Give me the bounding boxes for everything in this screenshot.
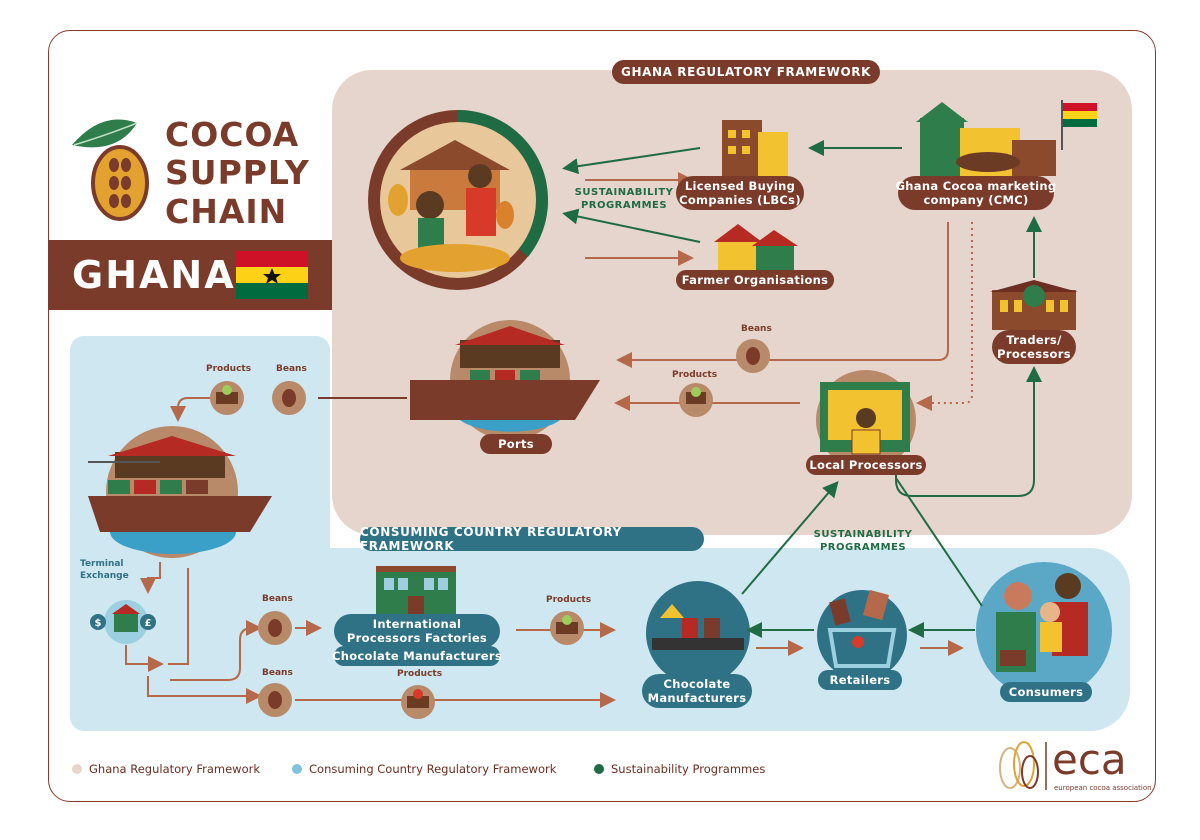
title-line1: COCOA bbox=[165, 115, 300, 154]
arrow-to-beans-lower bbox=[147, 676, 262, 704]
sustainability-consuming-line1: SUSTAINABILITY bbox=[813, 529, 913, 540]
lbc-building-icon bbox=[722, 120, 788, 176]
beans-label-lower: Beans bbox=[262, 668, 293, 678]
farmer-org-label: Farmer Organisations bbox=[676, 270, 834, 290]
intl-label-line2: Processors Factories bbox=[346, 631, 488, 645]
cocoa-pod-icon bbox=[72, 119, 149, 221]
ghana-framework-band: GHANA REGULATORY FRAMEWORK bbox=[612, 60, 880, 84]
legend-sustainability-swatch bbox=[594, 764, 604, 774]
arrow-ship-arrival bbox=[170, 397, 210, 422]
country-name: GHANA bbox=[72, 253, 236, 297]
legend-consuming: Consuming Country Regulatory Framework bbox=[292, 762, 556, 776]
products-icon-ghana bbox=[679, 383, 713, 417]
legend-ghana-label: Ghana Regulatory Framework bbox=[89, 762, 261, 776]
traders-building-icon bbox=[990, 280, 1078, 330]
ports-label: Ports bbox=[480, 434, 552, 454]
traders-label: Traders/ Processors bbox=[992, 330, 1076, 364]
terminal-line1: Terminal bbox=[80, 559, 124, 569]
arrow-farmerorg-to-farmers bbox=[562, 208, 701, 243]
legend-ghana: Ghana Regulatory Framework bbox=[72, 762, 260, 776]
products-icon-left bbox=[210, 381, 244, 415]
cmc-label-line2: company (CMC) bbox=[923, 193, 1029, 207]
chocolate-manufacturers-label: Chocolate Manufacturers bbox=[642, 674, 752, 708]
retailers-label: Retailers bbox=[818, 670, 902, 690]
terminal-exchange-label: Terminal Exchange bbox=[80, 558, 129, 582]
eca-tagline: european cocoa association bbox=[1054, 784, 1152, 792]
consumers-label: Consumers bbox=[1000, 682, 1092, 702]
products-label-left: Products bbox=[206, 364, 252, 374]
beans-icon-ghana bbox=[736, 339, 770, 373]
choc-label-line2: Manufacturers bbox=[647, 691, 747, 705]
title-line3: CHAIN bbox=[165, 192, 288, 231]
intl-processors-label: International Processors Factories bbox=[334, 614, 500, 648]
beans-icon-lower bbox=[258, 683, 292, 717]
lbc-label-line2: Companies (LBCs) bbox=[679, 193, 801, 207]
line-local-to-consumers-green bbox=[895, 477, 983, 607]
eca-logo-icon bbox=[999, 741, 1047, 790]
arrow-local-to-traders bbox=[895, 366, 1042, 497]
choc-label-line1: Chocolate bbox=[663, 677, 731, 691]
arrow-to-terminal bbox=[140, 562, 161, 594]
terminal-exchange-icon bbox=[104, 600, 148, 644]
legend-sustainability: Sustainability Programmes bbox=[594, 762, 765, 776]
sustainability-consuming-line2: PROGRAMMES bbox=[819, 542, 907, 553]
ghana-flag-icon bbox=[236, 251, 308, 299]
legend-ghana-swatch bbox=[72, 764, 82, 774]
dollar-icon: $ bbox=[90, 614, 106, 630]
sustainability-label-consuming: SUSTAINABILITY PROGRAMMES bbox=[808, 528, 918, 554]
lbc-label: Licensed Buying Companies (LBCs) bbox=[676, 176, 804, 210]
consumers-illustration bbox=[976, 562, 1112, 698]
legend-consuming-swatch bbox=[292, 764, 302, 774]
arrow-choc-to-local-green bbox=[741, 480, 839, 595]
beans-icon-left bbox=[272, 381, 306, 415]
lbc-label-line1: Licensed Buying bbox=[684, 179, 796, 193]
products-icon-lower bbox=[401, 685, 435, 719]
line-ship-down bbox=[168, 568, 189, 665]
farmer-org-building-icon bbox=[714, 224, 798, 270]
legend-consuming-label: Consuming Country Regulatory Framework bbox=[309, 762, 557, 776]
cmc-label-line1: Ghana Cocoa marketing bbox=[895, 179, 1057, 193]
arrow-cmc-to-ports bbox=[616, 222, 949, 368]
products-icon-middle bbox=[550, 611, 584, 645]
beans-label-upper: Beans bbox=[262, 594, 293, 604]
cmc-label: Ghana Cocoa marketing company (CMC) bbox=[895, 176, 1057, 210]
products-label-lower: Products bbox=[397, 669, 443, 679]
svg-text:$: $ bbox=[95, 618, 102, 629]
intl-factory-icon bbox=[376, 566, 456, 618]
beans-label-ghana: Beans bbox=[741, 324, 772, 334]
ship-illustration bbox=[88, 426, 272, 558]
farmers-illustration bbox=[368, 110, 549, 290]
arrow-cmc-to-local-dotted bbox=[916, 222, 973, 411]
title-line2: SUPPLY bbox=[165, 153, 310, 192]
sustainability-ghana-line1: SUSTAINABILITY bbox=[574, 187, 674, 198]
ports-illustration bbox=[410, 320, 600, 440]
products-label-middle: Products bbox=[546, 595, 592, 605]
local-processors-illustration bbox=[816, 370, 916, 470]
intl-label-line1: International bbox=[372, 617, 462, 631]
chocolate-manufacturers-illustration bbox=[646, 581, 750, 685]
beans-icon-upper bbox=[258, 611, 292, 645]
cmc-ghana-flag-icon bbox=[1061, 100, 1097, 150]
beans-label-left: Beans bbox=[276, 364, 307, 374]
local-processors-label: Local Processors bbox=[806, 455, 926, 475]
terminal-line2: Exchange bbox=[80, 571, 129, 581]
arrow-to-beans-upper bbox=[170, 620, 262, 681]
products-label-ghana: Products bbox=[672, 370, 718, 380]
intl-choc-label: Chocolate Manufacturers bbox=[332, 646, 502, 666]
sustainability-label-ghana: SUSTAINABILITY PROGRAMMES bbox=[570, 186, 678, 212]
outer-frame bbox=[48, 30, 1156, 802]
eca-logo-text: eca bbox=[1052, 735, 1127, 784]
legend-sustainability-label: Sustainability Programmes bbox=[611, 762, 766, 776]
arrow-lbc-to-farmers bbox=[562, 147, 701, 175]
pound-icon: £ bbox=[140, 614, 156, 630]
consuming-framework-band: CONSUMING COUNTRY REGULATORY FRAMEWORK bbox=[360, 525, 704, 553]
svg-text:£: £ bbox=[145, 618, 152, 629]
traders-label-line1: Traders/ bbox=[1006, 333, 1062, 347]
arrow-terminal-flow bbox=[125, 645, 164, 672]
sustainability-ghana-line2: PROGRAMMES bbox=[580, 200, 668, 211]
traders-label-line2: Processors bbox=[997, 347, 1071, 361]
cmc-building-icon bbox=[916, 102, 1056, 176]
retailers-illustration bbox=[817, 589, 907, 680]
